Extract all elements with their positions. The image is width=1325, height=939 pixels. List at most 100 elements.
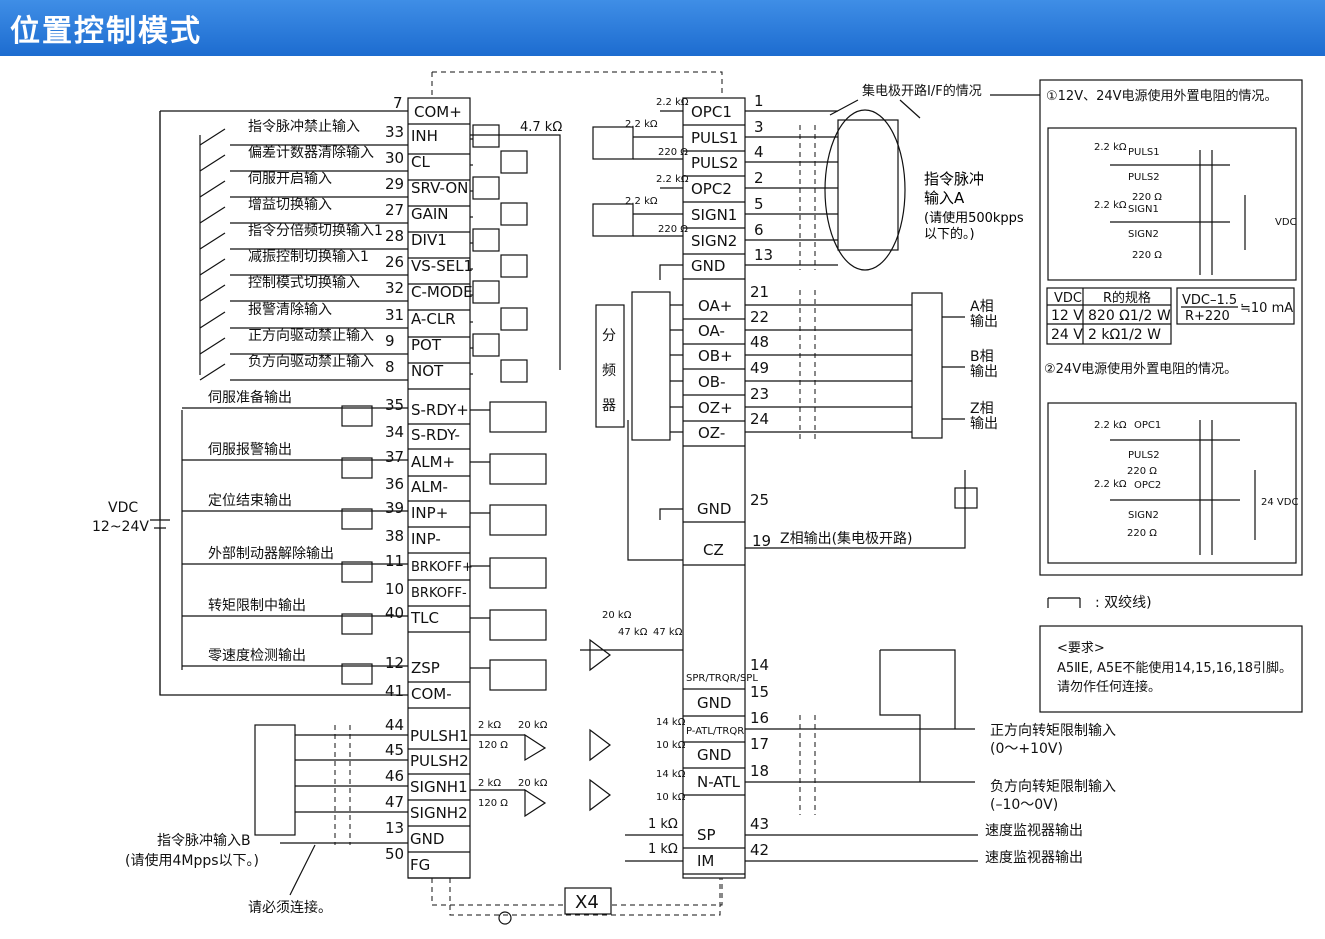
cz-opto-icon — [954, 487, 978, 509]
input-common — [470, 134, 561, 370]
vdc-range: 12~24V — [92, 519, 149, 535]
analog-pin: 14 — [750, 656, 769, 674]
output-pin: 40 — [385, 604, 404, 622]
pulse-b-pin: 46 — [385, 767, 404, 785]
collector-if-ellipse — [824, 109, 906, 271]
resistor-table — [1046, 287, 1295, 345]
pulse-a-internal — [633, 213, 683, 237]
note-puls1: PULS1 — [1128, 147, 1160, 158]
pulse-b-signal: FG — [410, 856, 430, 874]
output-signal: INP- — [411, 530, 441, 548]
input-signal: NOT — [411, 362, 444, 380]
input-signal: GAIN — [411, 205, 449, 223]
res-10k-2: 10 kΩ — [656, 792, 686, 803]
enc-pin: 48 — [750, 333, 769, 351]
com-plus-pin: 7 — [393, 94, 403, 112]
input-opto-icon — [500, 202, 528, 226]
pulse-b-pin: 50 — [385, 845, 404, 863]
input-pin: 30 — [385, 149, 404, 167]
input-label: 增益切换输入 — [248, 196, 332, 213]
output-opto-icon — [489, 659, 547, 691]
pulse-b-pin: 45 — [385, 741, 404, 759]
formula-num: VDC–1.5 — [1182, 293, 1237, 308]
input-pin: 9 — [385, 332, 395, 350]
input-pin: 26 — [385, 253, 404, 271]
input-label: 控制模式切换输入 — [248, 274, 360, 291]
input-wire — [199, 232, 408, 250]
input-opto-icon — [472, 176, 500, 200]
must-connect-leader — [289, 844, 316, 896]
twisted-pair-legend: : 双绞线) — [1095, 594, 1152, 611]
enc-signal: OZ+ — [698, 399, 733, 417]
output-opto-icon — [489, 401, 547, 433]
res-22k-opc: 2.2 kΩ — [656, 97, 689, 108]
pulse-b-signal: SIGNH1 — [410, 778, 468, 796]
output-label: 零速度检测输出 — [208, 648, 306, 664]
note-res-220: 220 Ω — [1132, 192, 1162, 203]
pulse-b-note: (请使用4Mpps以下。) — [125, 852, 259, 869]
res-14k-2: 14 kΩ — [656, 769, 686, 780]
output-opto-icon — [489, 504, 547, 536]
output-label: 定位结束输出 — [208, 493, 292, 509]
analog-pin: 16 — [750, 709, 769, 727]
output-diode-icon — [341, 457, 373, 479]
output-signal: TLC — [410, 609, 439, 627]
right-signal: SIGN2 — [691, 232, 737, 250]
output-signal: S-RDY- — [411, 426, 460, 444]
input-wire — [199, 284, 408, 302]
right-pin: 13 — [754, 246, 773, 264]
pulse-b-signal: GND — [410, 830, 444, 848]
analog-pin: 42 — [750, 841, 769, 859]
output-label: 外部制动器解除输出 — [208, 546, 334, 562]
output-label: 伺服准备输出 — [208, 389, 292, 406]
res-20k: 20 kΩ — [602, 610, 632, 621]
pulse-b-signal: SIGNH2 — [410, 804, 468, 822]
res-47k: 47 kΩ — [618, 627, 648, 638]
input-opto-icon — [472, 280, 500, 304]
input-label: 偏差计数器清除输入 — [248, 145, 374, 161]
note-res-220: 220 Ω — [1132, 250, 1162, 261]
title-bar: 位置控制模式 — [0, 0, 1325, 56]
pulse-b-pin: 13 — [385, 819, 404, 837]
input-signal: CL — [411, 153, 430, 171]
page-title: 位置控制模式 — [10, 14, 202, 49]
output-signal: S-RDY+ — [411, 401, 469, 419]
vdc-source — [150, 111, 170, 695]
right-signal: PULS1 — [691, 129, 738, 147]
input-wire — [199, 363, 408, 381]
right-pin: 2 — [754, 169, 764, 187]
output-pin: 37 — [385, 448, 404, 466]
note1-title: ①12V、24V电源使用外置电阻的情况。 — [1046, 88, 1278, 104]
formula-res: ≒10 mA — [1240, 301, 1293, 316]
output-signal: COM- — [411, 685, 452, 703]
output-pin: 38 — [385, 527, 404, 545]
twisted-pair-icon — [1047, 597, 1081, 608]
output-signal: ALM+ — [411, 453, 455, 471]
note-res-22k: 2.2 kΩ — [1094, 420, 1127, 431]
pulse-a-opto-icon — [592, 203, 634, 237]
output-signal: ALM- — [411, 478, 448, 496]
note2-circuit — [1047, 402, 1297, 564]
analog-signal: N-ATL — [697, 773, 741, 791]
input-pin: 33 — [385, 123, 404, 141]
note-puls2: PULS2 — [1128, 172, 1160, 183]
analog-signal: P-ATL/TRQR — [686, 726, 744, 737]
enc-signal: OA- — [698, 322, 725, 340]
torque-neg: 负方向转矩限制输入 — [990, 779, 1116, 795]
input-pin: 8 — [385, 358, 395, 376]
note1-circuit — [1047, 127, 1297, 281]
right-signal: GND — [691, 257, 725, 275]
right-pin: 3 — [754, 118, 764, 136]
analog-signal: IM — [697, 852, 714, 870]
input-signal: DIV1 — [411, 231, 447, 249]
enc-pin: 49 — [750, 359, 769, 377]
analog-pin: 17 — [750, 735, 769, 753]
analog-signal: GND — [697, 694, 731, 712]
res-47k-2: 47 kΩ — [653, 627, 683, 638]
enc-label: 输出 — [970, 364, 998, 380]
note2-wires — [1110, 420, 1256, 555]
input-signal: POT — [411, 336, 442, 354]
res-20k-b2: 20 kΩ — [518, 778, 548, 789]
